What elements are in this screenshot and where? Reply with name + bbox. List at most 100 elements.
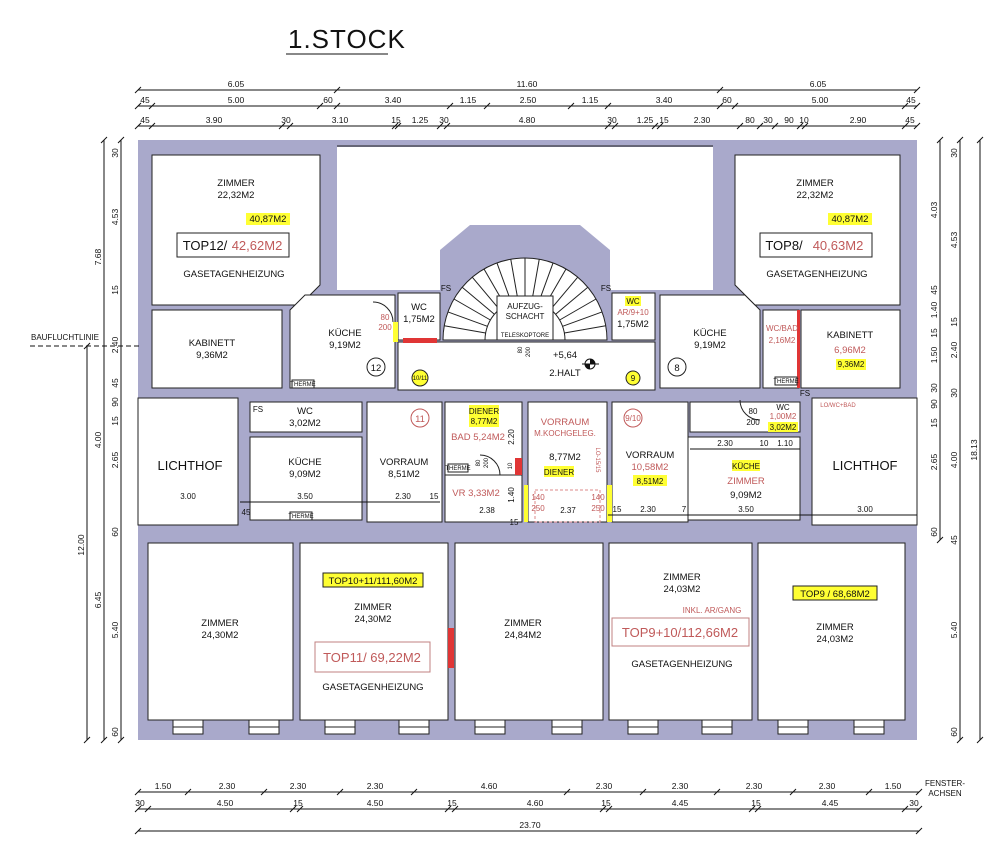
door-swing [372,301,394,323]
dimension-tick [913,102,921,110]
unit-circle [366,357,386,377]
dimension: 3.00 [180,492,196,501]
dimension-label: 30 [607,115,617,125]
top-area: 42,62M2 [232,238,283,253]
elevator-label: AUFZUG- [507,302,543,311]
dimension: 1.10 [777,439,793,448]
dimension-tick [184,788,192,796]
highlight-box [633,475,667,486]
dimension-tick [134,122,142,130]
highlight-area: 8,77M2 [471,417,498,426]
door-height: 200 [378,323,392,332]
room-area: 3,02M2 [289,418,321,429]
dimension-label: 60 [929,527,939,537]
level-label: +5,64 [553,350,577,361]
room-area: VR 3,33M2 [452,488,500,499]
dimension-label: 15 [293,798,303,808]
dimension-label: 45 [906,95,916,105]
room-name: KÜCHE [328,328,361,339]
highlight-box [322,572,424,588]
unit-circle [625,370,641,386]
room-name: LICHTHOF [158,458,223,473]
room-name: KABINETT [189,338,236,349]
dimension-tick [936,136,944,144]
dimension-tick [410,788,418,796]
dimension-label: 60 [110,727,120,737]
dimension-label: 3.40 [385,95,402,105]
dimension-tick [756,122,764,130]
highlight-box [732,460,760,471]
dimension-label: 5.00 [812,95,829,105]
dimension-label: 2.65 [929,453,939,470]
room-area: 9,19M2 [694,340,726,351]
stair-tread [444,325,486,334]
dimension-label: 15 [391,115,401,125]
staircase [442,257,608,341]
dimension-label: 6.05 [228,79,245,89]
highlight-label: TOP10+11/111,60M2 [329,576,418,587]
dimension-tick [956,136,964,144]
dimension: 3.00 [857,505,873,514]
unit-circle-label: 9 [631,374,636,383]
highlight-box [792,585,878,601]
dimension-tick [713,788,721,796]
room-name: VORRAUM [541,417,590,428]
dimension-tick [100,736,108,744]
dimension-tick [336,788,344,796]
room-name: WC [411,302,427,313]
highlight-label: KÜCHE [732,462,760,471]
dimension-tick [289,805,297,813]
room-kabinett-r [800,309,901,389]
therme-label: THERME [773,379,798,385]
door-mark [448,628,454,668]
dimension-tick [333,102,341,110]
dimension-label: 2.40 [110,336,120,353]
dimension-tick [901,102,909,110]
stair-tread [447,311,488,327]
room-name: ZIMMER [663,572,701,583]
dimension-tick [901,122,909,130]
heating-label: GASETAGENHEIZUNG [766,269,867,280]
door-mark [607,485,612,522]
room-name: WC [626,297,640,306]
door-width: 140 [531,493,545,502]
fensterachsen-label: ACHSEN [928,789,962,798]
stair-tread [555,286,589,315]
opening-label: LO/WC+BAD [820,403,856,409]
dimension: 15 [430,492,439,501]
dimension-label: 7.68 [93,248,103,265]
dimension-tick [656,122,664,130]
dimension-tick [443,122,451,130]
dimension: 15 [613,505,622,514]
dimension-label: 90 [110,397,120,407]
room-area: 24,84M2 [505,630,542,641]
room-name: WC [297,406,313,417]
dimension-tick [391,122,399,130]
room-area: 24,03M2 [817,634,854,645]
dimension-label: 4.80 [519,115,536,125]
unit-circle [623,408,643,428]
dimension-tick [117,136,125,144]
dimension-tick [976,136,984,144]
room-area: 9,19M2 [329,340,361,351]
top-box [611,617,750,647]
dimension: 2.30 [395,492,411,501]
top-area: TOP9+10/112,66M2 [622,625,738,640]
room-kueche-zimmer-r [687,436,801,521]
dimension-label: 4.53 [110,208,120,225]
highlight-label: TOP9 / 68,68M2 [800,589,870,600]
dimension-tick [563,788,571,796]
dimension-tick [436,122,444,130]
dimension-label: 15 [447,798,457,808]
dimension-tick [134,827,142,835]
room-name: LICHTHOF [833,458,898,473]
room-area: 8,51M2 [388,469,420,480]
stair-tread [453,298,491,321]
fs-label: FS [253,405,263,414]
heating-label: GASETAGENHEIZUNG [631,659,732,670]
room-area: 24,30M2 [202,630,239,641]
therme-label: THERME [290,382,315,388]
highlight-area: 8,51M2 [637,477,664,486]
